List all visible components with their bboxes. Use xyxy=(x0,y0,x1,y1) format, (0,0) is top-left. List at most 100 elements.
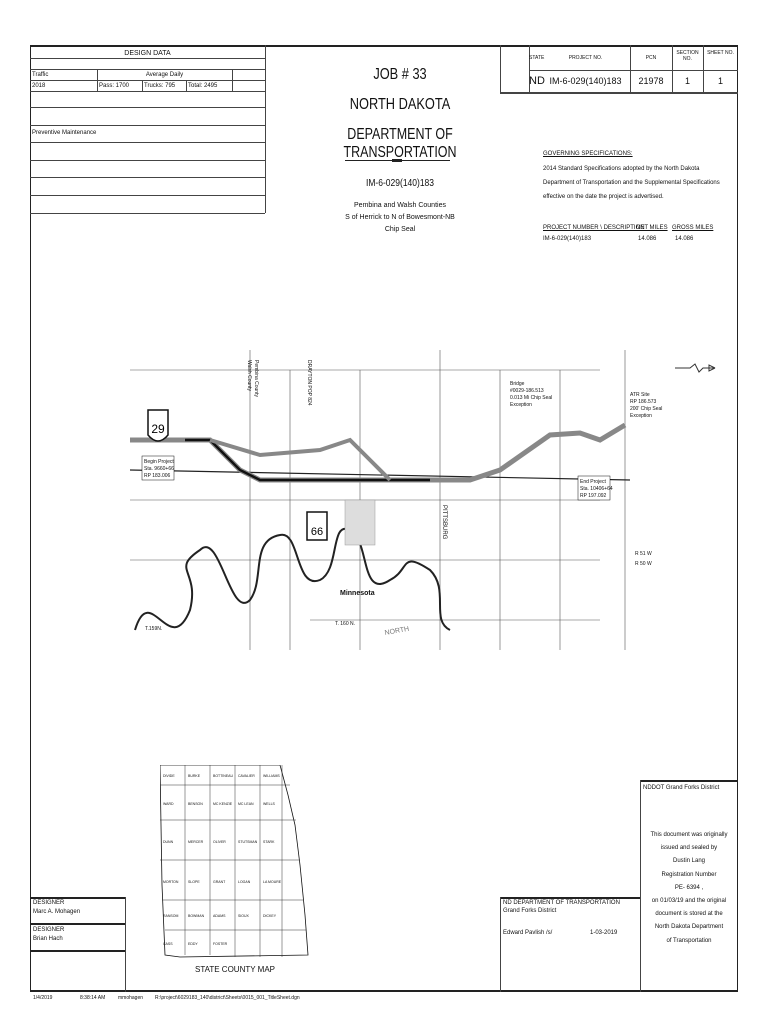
traffic-year: 2018 xyxy=(32,83,46,89)
begin-label: Begin Project xyxy=(144,459,174,465)
footer-file-path: R:\project\6029183_140\district\Sheets\0… xyxy=(155,995,300,1001)
county-label: MC KENZIE xyxy=(213,802,233,806)
designer-name: Marc A. Mohagen xyxy=(33,909,81,915)
county-label: STARK xyxy=(263,840,275,844)
county-label: BOWMAN xyxy=(188,914,205,918)
seal-line: issued and sealed by xyxy=(660,845,718,852)
end-station: Sta. 10406+64 xyxy=(580,486,613,492)
district-date: 1-03-2019 xyxy=(590,930,618,936)
red-river xyxy=(134,527,451,631)
highway-number: 66 xyxy=(311,526,323,538)
bridge-exception-label: Exception xyxy=(510,402,532,408)
header-state: STATE xyxy=(529,55,545,61)
header-section-no: SECTION NO. xyxy=(676,50,699,62)
county-label: SLOPE xyxy=(188,880,200,884)
end-rp: RP 197.092 xyxy=(580,493,607,499)
spec-col-description: PROJECT NUMBER \ DESCRIPTION xyxy=(543,225,645,231)
minnesota-label: Minnesota xyxy=(340,590,375,597)
seal-registration: PE- 6394 , xyxy=(674,884,704,891)
interstate-number: 29 xyxy=(151,422,165,436)
seal-line: of Transportation xyxy=(666,937,712,944)
footer-user: mmohagen xyxy=(118,995,144,1001)
county-label: ADAMS xyxy=(213,914,226,918)
county-label: DIVIDE xyxy=(163,774,175,778)
spec-gross-miles: 14.086 xyxy=(675,236,694,242)
atr-exception: 200' Chip Seal xyxy=(630,406,662,412)
county-label: WELLS xyxy=(263,802,276,806)
footer-time: 8:38:14 AM xyxy=(80,995,106,1001)
average-daily-label: Average Daily xyxy=(145,72,184,78)
atr-rp: RP 186.573 xyxy=(630,399,657,405)
pembina-county-label: Pembina County xyxy=(253,360,259,397)
value-project-no: IM-6-029(140)183 xyxy=(549,76,622,86)
seal-heading: NDDOT Grand Forks District xyxy=(643,785,720,791)
district-signer: Edward Pavlish /s/ xyxy=(503,930,553,936)
district-name: Grand Forks District xyxy=(503,908,557,914)
begin-station: Sta. 9660+66 xyxy=(144,466,174,472)
range-r50: R 50 W xyxy=(635,561,652,567)
spec-col-net-miles: NET MILES xyxy=(636,225,668,231)
spec-line: Department of Transportation and the Sup… xyxy=(543,180,720,186)
value-section-no: 1 xyxy=(684,76,690,86)
spec-col-gross-miles: GROSS MILES xyxy=(672,225,714,231)
county-label: DUNN xyxy=(163,840,174,844)
county-label: FOSTER xyxy=(213,942,228,946)
county-map-title: STATE COUNTY MAP xyxy=(194,965,275,974)
title-work: Chip Seal xyxy=(384,226,416,233)
begin-rp: RP 183.006 xyxy=(144,473,171,479)
river-label: NORTH xyxy=(384,626,410,637)
district-org: ND DEPARTMENT OF TRANSPORTATION xyxy=(503,900,620,906)
bridge-number: #0029-186.513 xyxy=(510,388,544,394)
atr-exception-label: Exception xyxy=(630,413,652,419)
job-number: JOB # 33 xyxy=(373,66,427,83)
county-label: EDDY xyxy=(188,942,198,946)
spec-net-miles: 14.086 xyxy=(638,236,657,242)
seal-engineer: Dustin Lang xyxy=(672,858,706,865)
header-pcn: PCN xyxy=(645,55,657,61)
walsh-county-label: Walsh County xyxy=(246,360,252,391)
bridge-exception: 0.013 Mi Chip Seal xyxy=(510,395,552,401)
township-t160: T. 160 N. xyxy=(335,621,355,627)
county-label: BENSON xyxy=(188,802,203,806)
county-label: GRANT xyxy=(213,880,226,884)
atr-label: ATR Site xyxy=(630,392,650,398)
spec-project: IM-6-029(140)183 xyxy=(543,236,592,242)
county-label: LA MOURE xyxy=(263,880,282,884)
highway-66-shield: 66 xyxy=(306,511,328,541)
designer-label: DESIGNER xyxy=(33,927,65,933)
title-location: S of Herrick to N of Bowesmont-NB xyxy=(345,214,455,221)
county-label: WARD xyxy=(163,802,174,806)
design-data-title: DESIGN DATA xyxy=(124,50,171,57)
county-label: MORTON xyxy=(163,880,179,884)
county-label: WILLIAMS xyxy=(263,774,280,778)
header-project-no: PROJECT NO. xyxy=(568,55,603,61)
title-project-number: IM-6-029(140)183 xyxy=(365,178,435,189)
trucks-count: Trucks: 795 xyxy=(144,83,176,89)
county-label: BURKE xyxy=(188,774,201,778)
designer-name: Brian Hach xyxy=(33,936,63,942)
county-label: DICKEY xyxy=(263,914,277,918)
county-label: STUTSMAN xyxy=(238,840,258,844)
pittsburg-label: PITTSBURG xyxy=(441,505,447,540)
bridge-label: Bridge xyxy=(510,381,525,387)
seal-line: on 01/03/19 and the original xyxy=(651,898,727,905)
value-state: ND xyxy=(529,75,545,87)
traffic-label: Traffic xyxy=(32,72,49,78)
north-arrow-icon xyxy=(675,363,716,373)
header-sheet-no: SHEET NO. xyxy=(707,50,734,56)
interstate-29-shield: 29 xyxy=(147,409,169,442)
county-label: SIOUX xyxy=(238,914,250,918)
total-count: Total: 2495 xyxy=(188,83,218,89)
spec-line: 2014 Standard Specifications adopted by … xyxy=(543,166,700,172)
township-t159: T.159N. xyxy=(145,626,162,632)
pass-count: Pass: 1700 xyxy=(99,83,130,89)
sheet-border xyxy=(30,45,738,992)
spec-heading: GOVERNING SPECIFICATIONS: xyxy=(543,151,633,157)
range-r51: R 51 W xyxy=(635,551,652,557)
project-location-map: 29 66 Begin Project Sta. 9660+66 RP 183.… xyxy=(130,350,716,650)
seal-statement: This document was originally issued and … xyxy=(640,829,738,948)
value-pcn: 21978 xyxy=(638,76,664,86)
seal-line: document is stored at the xyxy=(655,911,723,918)
county-label: MC LEAN xyxy=(238,802,254,806)
